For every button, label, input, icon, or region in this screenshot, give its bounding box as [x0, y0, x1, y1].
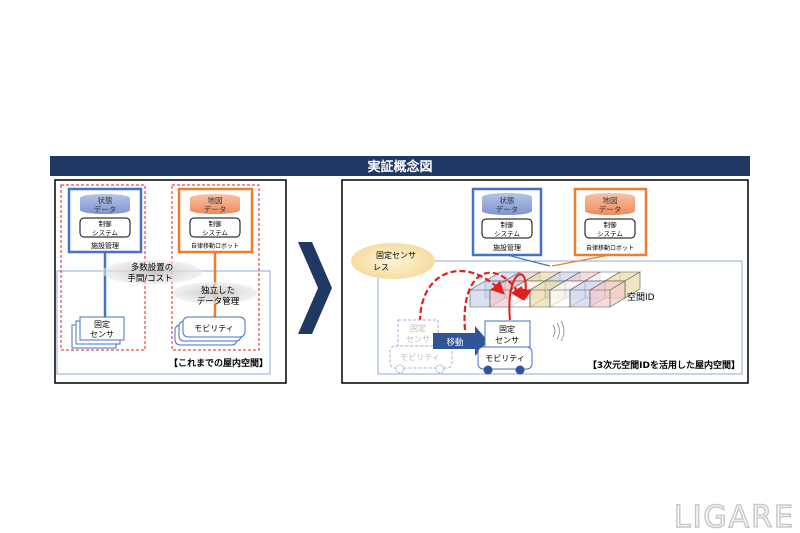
svg-text:制御: 制御 — [209, 219, 223, 228]
svg-text:システム: システム — [202, 229, 228, 237]
database-icon — [585, 193, 635, 215]
database-icon — [482, 193, 532, 215]
database-icon — [190, 194, 240, 214]
svg-text:自律移動ロボット: 自律移動ロボット — [586, 244, 634, 252]
space-id-grid — [469, 271, 642, 308]
svg-text:多数設置の: 多数設置の — [131, 262, 174, 273]
ligare-logo: LIGARE — [674, 500, 795, 533]
svg-text:モビリティ: モビリティ — [485, 354, 525, 363]
svg-text:データ: データ — [94, 204, 117, 214]
svg-text:固定センサ: 固定センサ — [376, 250, 416, 260]
sensorless-bubble — [351, 243, 435, 279]
svg-text:状態: 状態 — [98, 195, 113, 205]
database-icon — [80, 194, 130, 214]
svg-text:レス: レス — [373, 263, 389, 272]
svg-text:システム: システム — [597, 230, 623, 238]
svg-text:システム: システム — [92, 229, 118, 237]
title-bar — [50, 156, 750, 176]
mobility — [477, 346, 533, 370]
svg-text:データ: データ — [204, 204, 227, 214]
svg-text:制御: 制御 — [99, 219, 113, 228]
svg-text:施設管理: 施設管理 — [493, 243, 521, 252]
svg-text:データ管理: データ管理 — [197, 296, 240, 307]
mobility — [182, 316, 246, 338]
left-caption: 【これまでの屋内空間】 — [169, 357, 268, 369]
svg-text:センサ: センサ — [90, 330, 114, 339]
svg-text:地図: 地図 — [603, 195, 618, 205]
svg-text:データ: データ — [599, 204, 622, 214]
svg-text:固定: 固定 — [410, 323, 426, 333]
svg-text:手間/コスト: 手間/コスト — [127, 273, 172, 284]
title: 実証概念図 — [367, 159, 432, 175]
svg-text:制御: 制御 — [501, 220, 515, 229]
right-caption: 【3次元空間IDを活用した屋内空間】 — [588, 359, 740, 371]
space-id-label: 空間ID — [627, 291, 655, 303]
svg-text:固定: 固定 — [499, 324, 515, 334]
svg-text:システム: システム — [494, 230, 520, 238]
svg-text:固定: 固定 — [94, 319, 110, 329]
left-panel: 状態 データ 制御 システム 施設管理 地図 データ 制御 システム 自律移動ロ… — [54, 179, 287, 384]
svg-text:状態: 状態 — [500, 195, 515, 205]
move-arrow — [433, 326, 488, 356]
svg-text:モビリティ: モビリティ — [194, 324, 234, 333]
svg-text:モビリティ: モビリティ — [400, 353, 440, 362]
svg-text:センサ: センサ — [495, 336, 519, 345]
signal-icon — [552, 320, 565, 342]
svg-text:独立した: 独立した — [201, 285, 235, 296]
chevron-right-icon — [298, 242, 332, 334]
svg-text:施設管理: 施設管理 — [91, 241, 119, 250]
svg-text:制御: 制御 — [604, 220, 618, 229]
fixed-sensor — [79, 316, 125, 341]
right-panel: 状態 データ 制御 システム 施設管理 地図 データ 制御 システム 自律移動ロ… — [341, 179, 749, 384]
svg-text:センサ: センサ — [406, 335, 430, 344]
svg-text:移動: 移動 — [446, 337, 463, 348]
fixed-sensor — [484, 320, 531, 348]
svg-text:データ: データ — [496, 204, 519, 214]
svg-text:自律移動ロボット: 自律移動ロボット — [191, 242, 239, 250]
space-id-voxel — [589, 280, 627, 308]
svg-text:地図: 地図 — [208, 195, 223, 205]
